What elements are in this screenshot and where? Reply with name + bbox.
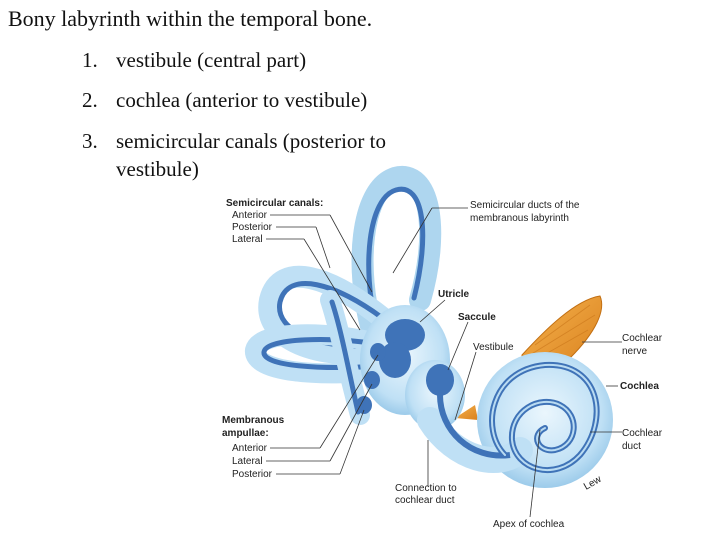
semicircular-canals-heading: Semicircular canals: xyxy=(226,198,323,209)
label-posterior-canal: Posterior xyxy=(232,222,273,233)
list-text: vestibule (central part) xyxy=(116,48,307,72)
label-semicircular-ducts-1: Semicircular ducts of the xyxy=(470,200,580,211)
label-cochlear-duct-2: duct xyxy=(622,441,641,452)
list-text: cochlea (anterior to vestibule) xyxy=(116,88,368,112)
artist-signature: Lew xyxy=(582,474,604,493)
label-posterior-ampulla: Posterior xyxy=(232,469,273,480)
label-cochlear-duct-1: Cochlear xyxy=(622,428,663,439)
list-item: 1. vestibule (central part) xyxy=(82,46,306,74)
list-number: 2. xyxy=(82,88,98,112)
label-saccule: Saccule xyxy=(458,312,496,323)
label-cochlear-nerve-2: nerve xyxy=(622,346,647,357)
list-number: 1. xyxy=(82,48,98,72)
list-item: 2. cochlea (anterior to vestibule) xyxy=(82,86,367,114)
membranous-ampullae-heading-1: Membranous xyxy=(222,415,285,426)
list-number: 3. xyxy=(82,129,98,153)
slide-title: Bony labyrinth within the temporal bone. xyxy=(8,6,373,31)
label-cochlear-nerve-1: Cochlear xyxy=(622,333,663,344)
label-lateral-canal: Lateral xyxy=(232,234,263,245)
list-item: 3. semicircular canals (posterior to vest… xyxy=(82,127,446,183)
label-connection-2: cochlear duct xyxy=(395,495,455,506)
label-anterior-canal: Anterior xyxy=(232,210,268,221)
label-lateral-ampulla: Lateral xyxy=(232,456,263,467)
list-text: semicircular canals (posterior to vestib… xyxy=(116,129,386,181)
label-cochlea: Cochlea xyxy=(620,381,659,392)
label-anterior-ampulla: Anterior xyxy=(232,443,268,454)
label-vestibule: Vestibule xyxy=(473,342,514,353)
label-semicircular-ducts-2: membranous labyrinth xyxy=(470,213,569,224)
label-connection-1: Connection to xyxy=(395,483,457,494)
label-apex: Apex of cochlea xyxy=(493,519,565,530)
label-utricle: Utricle xyxy=(438,289,470,300)
membranous-ampullae-heading-2: ampullae: xyxy=(222,428,269,439)
